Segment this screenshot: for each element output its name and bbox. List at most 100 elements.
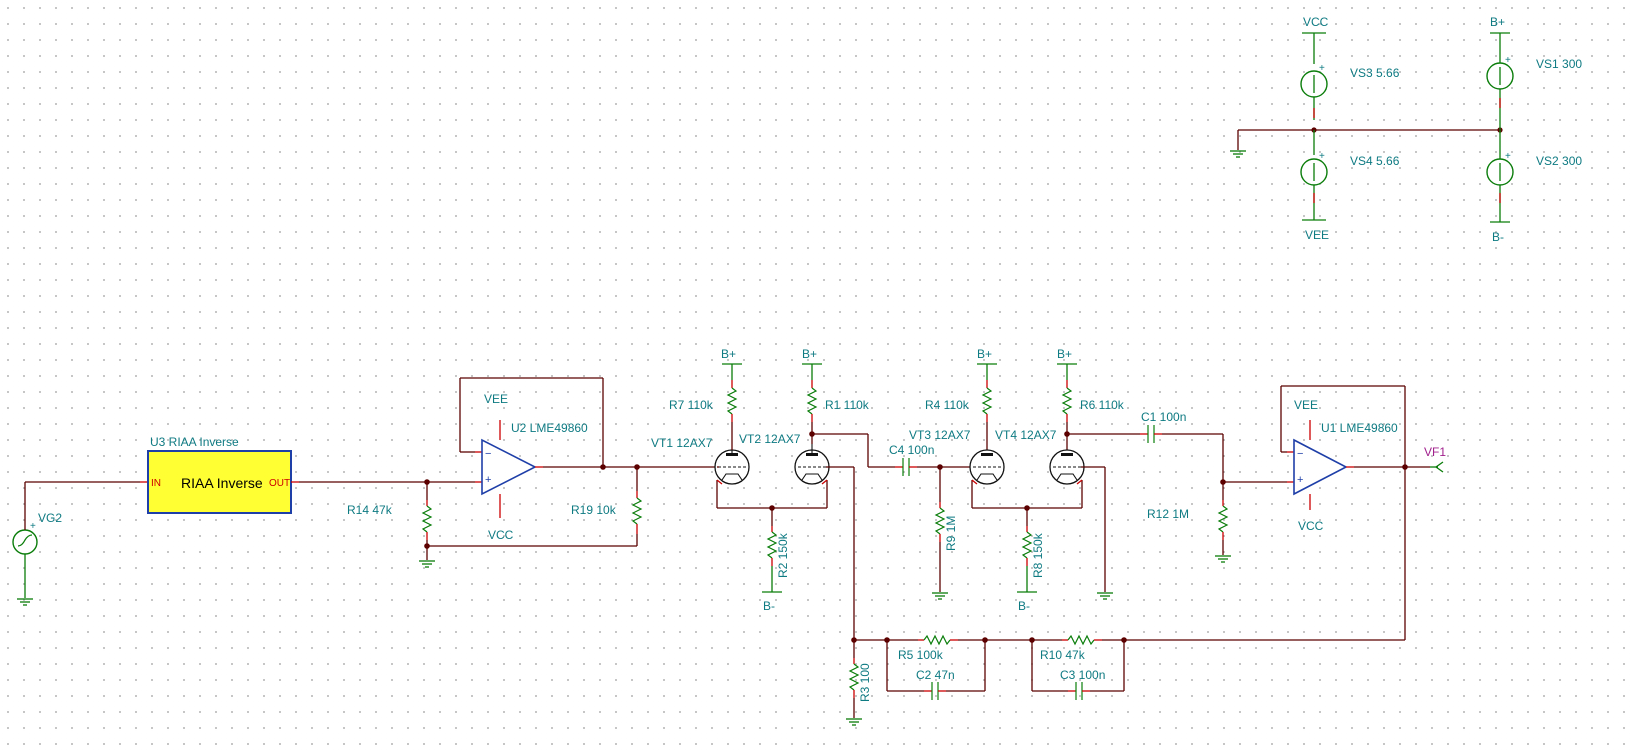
vt3-label: VT3 12AX7: [909, 428, 971, 442]
c4-capacitor[interactable]: [902, 458, 910, 476]
r1-label: R1 110k: [825, 398, 870, 412]
vs4-source[interactable]: +: [1300, 151, 1328, 186]
r4-bplus-label: B+: [977, 347, 992, 361]
u2-vee-label: VEE: [484, 392, 508, 406]
u1-plus-symbol: +: [1297, 474, 1303, 486]
vee-supply-label: VEE: [1305, 228, 1329, 242]
r6-bplus-label: B+: [1057, 347, 1072, 361]
vg2-generator[interactable]: +: [12, 521, 38, 555]
c2-capacitor[interactable]: [931, 682, 939, 700]
u1-opamp[interactable]: − +: [1293, 438, 1348, 496]
r3-resistor[interactable]: [848, 663, 860, 691]
c1-label: C1 100n: [1141, 410, 1186, 424]
riaa-inverse-block[interactable]: RIAA Inverse IN OUT: [147, 450, 292, 514]
r1-resistor[interactable]: [806, 387, 818, 415]
vt1-tube[interactable]: [714, 449, 750, 485]
ground-symbol-vt4-grid: [1097, 592, 1113, 600]
u1-vee-label: VEE: [1294, 398, 1318, 412]
r8-bminus-label: B-: [1018, 599, 1030, 613]
vt2-tube[interactable]: [794, 444, 830, 485]
u2-ref-label: U2 LME49860: [511, 421, 588, 435]
svg-text:+: +: [30, 521, 36, 532]
vg2-label: VG2: [38, 511, 62, 525]
r10-resistor[interactable]: [1067, 634, 1095, 646]
u1-minus-symbol: −: [1297, 448, 1303, 460]
opamp-u1-section: − + VEE VCC U1 LME49860 VF1: [1223, 385, 1446, 533]
c2-label: C2 47n: [916, 668, 955, 682]
bminus-supply-label: B-: [1492, 230, 1504, 244]
c3-label: C3 100n: [1060, 668, 1105, 682]
r2-resistor[interactable]: [766, 531, 778, 559]
ground-symbol-r3: [846, 718, 862, 726]
vs1-source[interactable]: +: [1486, 55, 1514, 90]
vt4-tube[interactable]: [1049, 449, 1085, 485]
vs3-source[interactable]: +: [1300, 63, 1328, 98]
r7-label: R7 110k: [669, 398, 714, 412]
bplus-supply-label: B+: [1490, 15, 1505, 29]
svg-text:+: +: [1319, 63, 1325, 74]
vt4-label: VT4 12AX7: [995, 428, 1057, 442]
ground-symbol-r12: [1215, 555, 1231, 563]
ground-symbol-vg2: [17, 598, 33, 606]
r10-label: R10 47k: [1040, 648, 1086, 662]
riaa-pin-in: IN: [151, 478, 161, 489]
vf1-label: VF1: [1424, 445, 1446, 459]
vf1-probe[interactable]: [1430, 461, 1444, 473]
vt3-tube[interactable]: [969, 449, 1005, 485]
svg-text:+: +: [1319, 151, 1325, 162]
r5-label: R5 100k: [898, 648, 944, 662]
vs4-label: VS4 5.66: [1350, 154, 1400, 168]
r12-label: R12 1M: [1147, 507, 1189, 521]
vcc-supply-label: VCC: [1303, 15, 1329, 29]
r4-resistor[interactable]: [981, 387, 993, 415]
power-supply-section: VCC + VS3 5.66 + VS4 5.66 VEE: [1230, 15, 1582, 244]
c4-label: C4 100n: [889, 443, 934, 457]
r8-label: R8 150k: [1031, 532, 1045, 578]
feedback-network: R5 100k C2 47n R10 47k: [854, 467, 1406, 700]
vs1-label: VS1 300: [1536, 57, 1582, 71]
riaa-pin-out: OUT: [269, 478, 290, 489]
r9-resistor[interactable]: [934, 507, 946, 535]
vt2-label: VT2 12AX7: [739, 432, 801, 446]
input-section: + VG2 U3 RIAA Inverse RIAA Inverse IN OU…: [12, 435, 638, 606]
r12-resistor[interactable]: [1217, 505, 1229, 533]
r6-label: R6 110k: [1080, 398, 1125, 412]
r8-resistor[interactable]: [1021, 531, 1033, 559]
u1-vcc-label: VCC: [1298, 519, 1324, 533]
r3-label: R3 100: [858, 663, 872, 702]
r4-label: R4 110k: [925, 398, 970, 412]
u2-minus-symbol: −: [485, 448, 491, 460]
r14-resistor[interactable]: [421, 505, 433, 533]
c1-capacitor[interactable]: [1147, 425, 1155, 443]
u2-plus-symbol: +: [485, 474, 491, 486]
r2-bminus-label: B-: [763, 599, 775, 613]
r9-label: R9 1M: [944, 516, 958, 551]
u2-opamp[interactable]: − +: [481, 438, 537, 496]
tube-stage-2: B+ R4 110k B+ R6 110k VT3 12AX7 VT4 12AX…: [909, 347, 1231, 613]
r1-bplus-label: B+: [802, 347, 817, 361]
r19-resistor[interactable]: [631, 497, 643, 525]
r7-resistor[interactable]: [726, 387, 738, 415]
c3-capacitor[interactable]: [1075, 682, 1083, 700]
u3-ref-label: U3 RIAA Inverse: [150, 435, 239, 449]
r5-resistor[interactable]: [923, 634, 951, 646]
ground-symbol-r14: [419, 560, 435, 568]
ground-symbol-r9: [932, 592, 948, 600]
tube-stage-1: B+ R7 110k B+ R1 110k VT1 12AX7 VT2 12AX…: [651, 347, 975, 726]
opamp-u2-section: − + VEE VCC U2 LME49860 R19 10k: [427, 377, 717, 542]
svg-text:+: +: [1505, 55, 1511, 66]
ground-symbol-supply: [1230, 150, 1246, 158]
vt1-label: VT1 12AX7: [651, 436, 713, 450]
u2-vcc-label: VCC: [488, 528, 514, 542]
r6-resistor[interactable]: [1061, 387, 1073, 415]
vs2-label: VS2 300: [1536, 154, 1582, 168]
svg-text:+: +: [1505, 151, 1511, 162]
u1-ref-label: U1 LME49860: [1321, 421, 1398, 435]
r19-label: R19 10k: [571, 503, 617, 517]
r14-label: R14 47k: [347, 503, 393, 517]
r7-bplus-label: B+: [721, 347, 736, 361]
vs3-label: VS3 5.66: [1350, 66, 1400, 80]
riaa-inverse-text: RIAA Inverse: [181, 475, 263, 491]
r2-label: R2 150k: [776, 532, 790, 578]
